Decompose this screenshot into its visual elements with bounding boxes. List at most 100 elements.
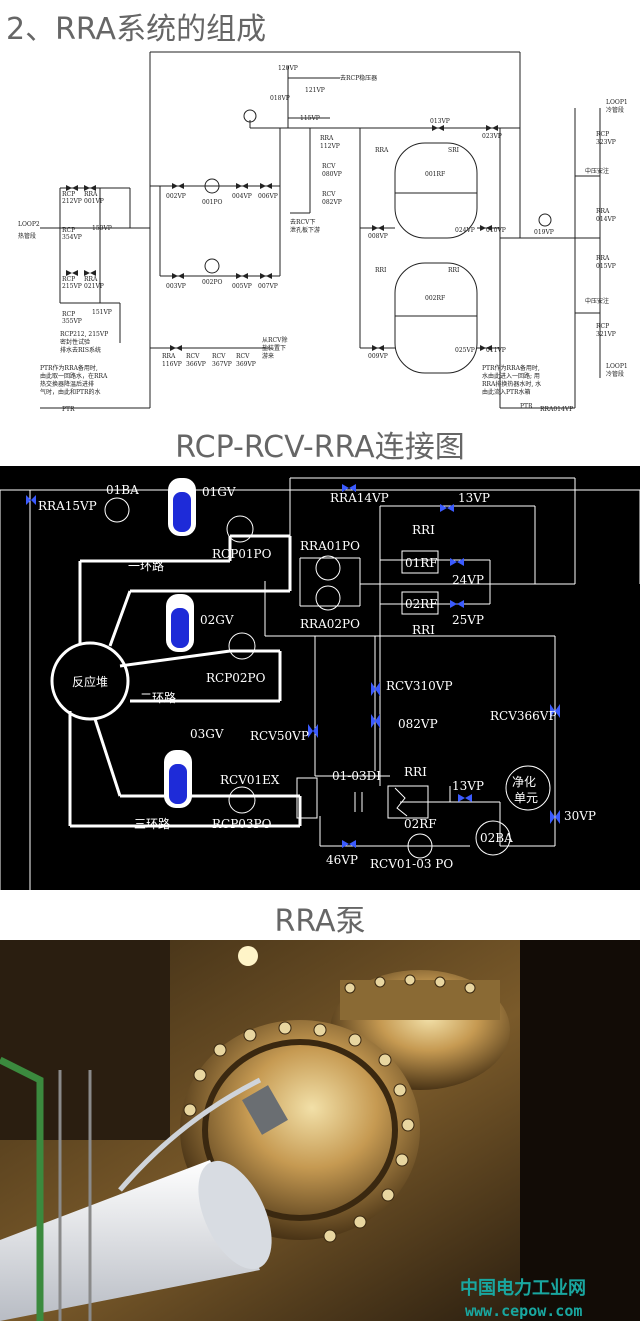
note1-line1: RCP212, 215VP xyxy=(60,331,108,338)
label-02ba: 02BA xyxy=(480,831,513,845)
label-rri-top: RRI xyxy=(412,523,435,537)
label-02gv: 02GV xyxy=(200,613,234,627)
label-115vp: 115VP xyxy=(300,115,320,122)
label-025vp: 025VP xyxy=(455,347,475,354)
label-rcp-212: RCP xyxy=(62,191,75,198)
label-002rf: 002RF xyxy=(425,295,445,302)
label-082vp: 082VP xyxy=(398,717,438,731)
label-116vp: 116VP xyxy=(162,361,182,368)
label-005vp: 005VP xyxy=(232,283,252,290)
label-24vp: 24VP xyxy=(452,573,484,587)
label-120vp: 120VP xyxy=(278,65,298,72)
label-011vp: 011VP xyxy=(486,347,506,354)
label-082vp: 082VP xyxy=(322,199,342,206)
label-rcv-367: RCV xyxy=(212,353,226,360)
label-loop1-top: LOOP1 xyxy=(606,99,628,106)
label-rcp-323: RCP xyxy=(596,131,609,138)
label-loop1: 一环路 xyxy=(128,558,164,573)
label-rri-mid: RRI xyxy=(412,623,435,637)
label-rcp02po: RCP02PO xyxy=(206,671,266,685)
label-013vp: 013VP xyxy=(430,118,450,125)
label-from-rcv2: 盐装置下 xyxy=(262,344,286,352)
note2-line4: 气时，由此和PTR的水 xyxy=(40,388,101,396)
label-loop1-bot-cold: 冷管段 xyxy=(606,370,624,378)
label-01-03di: 01-03DI xyxy=(332,769,381,783)
label-13vp-top: 13VP xyxy=(458,491,490,505)
label-13vp-bot: 13VP xyxy=(452,779,484,793)
label-01ba: 01BA xyxy=(106,483,139,497)
label-25vp: 25VP xyxy=(452,613,484,627)
label-rra-116: RRA xyxy=(162,353,176,360)
label-rcp-354: RCP xyxy=(62,227,75,234)
label-01rf: 01RF xyxy=(405,556,438,570)
label-01gv: 01GV xyxy=(202,485,236,499)
label-006vp: 006VP xyxy=(258,193,278,200)
watermark-cn: 中国电力工业网 xyxy=(460,1277,586,1299)
label-rra02po: RRA02PO xyxy=(300,617,360,631)
label-004vp: 004VP xyxy=(232,193,252,200)
label-rri-left: RRI xyxy=(375,267,387,274)
label-ptr-right: PTR xyxy=(520,403,533,410)
label-009vp: 009VP xyxy=(368,353,388,360)
label-02rf-bot: 02RF xyxy=(404,817,437,831)
label-212vp: 212VP xyxy=(62,198,82,205)
section-heading-pump: RRA泵 xyxy=(274,904,366,939)
label-rcv01ex: RCV01EX xyxy=(220,773,280,787)
label-to-rcv: 去RCV下 xyxy=(290,218,315,226)
label-46vp: 46VP xyxy=(326,853,358,867)
label-151vp: 151VP xyxy=(92,309,112,316)
rra-system-schematic: 120VP 018VP 121VP 去RCP稳压器 115VP 013VP 02… xyxy=(18,51,628,413)
label-03gv: 03GV xyxy=(190,727,224,741)
label-rcv50vp: RCV50VP xyxy=(250,729,309,743)
section-heading-connection: RCP-RCV-RRA连接图 xyxy=(175,430,465,465)
label-sri: SRI xyxy=(448,147,460,154)
label-354vp: 354VP xyxy=(62,234,82,241)
label-purify-1: 净化 xyxy=(512,775,536,789)
label-023vp: 023VP xyxy=(482,133,502,140)
label-rcv-366: RCV xyxy=(186,353,200,360)
label-loop3: 三环路 xyxy=(134,816,170,831)
label-rri-right: RRI xyxy=(448,267,460,274)
label-purify-2: 单元 xyxy=(514,791,538,805)
label-rcv-082: RCV xyxy=(322,191,336,198)
label-367vp: 367VP xyxy=(212,361,232,368)
label-ptr-left: PTR xyxy=(62,406,75,413)
label-001rf: 001RF xyxy=(425,171,445,178)
label-rra-014: RRA xyxy=(596,208,610,215)
note1-line2: 密封性试验 xyxy=(60,338,90,346)
note2-line1: PTR作为RRA备用时, xyxy=(40,364,98,372)
note2-line2: 由此取一回路水，在RRA xyxy=(40,372,108,380)
label-rcp-321: RCP xyxy=(596,323,609,330)
label-002po: 002PO xyxy=(202,279,222,286)
label-rcv0103po: RCV01-03 PO xyxy=(370,857,453,871)
label-121vp: 121VP xyxy=(305,87,325,94)
label-018vp: 018VP xyxy=(270,95,290,102)
label-002vp: 002VP xyxy=(166,193,186,200)
label-215vp: 215VP xyxy=(62,283,82,290)
label-30vp: 30VP xyxy=(564,809,596,823)
label-024vp: 024VP xyxy=(455,227,475,234)
label-014vp: 014VP xyxy=(596,216,616,223)
label-to-rcv2: 泄孔板下游 xyxy=(290,226,320,234)
label-112vp: 112VP xyxy=(320,143,340,150)
label-rra-015: RRA xyxy=(596,255,610,262)
note2-line3: 热交换器降温后进排 xyxy=(40,380,94,388)
label-rra-001: RRA xyxy=(84,191,98,198)
label-008vp: 008VP xyxy=(368,233,388,240)
label-loop2: LOOP2 xyxy=(18,221,40,228)
label-rra014vp: RRA014VP xyxy=(540,406,573,413)
label-rcp03po: RCP03PO xyxy=(212,817,272,831)
label-rra01po: RRA01PO xyxy=(300,539,360,553)
label-rra14vp: RRA14VP xyxy=(330,491,389,505)
note3-line1: PTR作为RRA备用时, xyxy=(482,364,540,372)
label-003vp: 003VP xyxy=(166,283,186,290)
watermark-url: www.cepow.com xyxy=(465,1302,582,1320)
note3-line2: 水由此进入一回路; 用 xyxy=(482,372,540,380)
label-007vp: 007VP xyxy=(258,283,278,290)
label-mid-press-bot: 中压安注 xyxy=(585,297,609,305)
label-rra15vp: RRA15VP xyxy=(38,499,97,513)
label-001po: 001PO xyxy=(202,199,222,206)
label-019vp: 019VP xyxy=(534,229,554,236)
note1-line3: 排水去RIS系统 xyxy=(60,346,101,354)
label-reactor: 反应堆 xyxy=(72,674,108,689)
